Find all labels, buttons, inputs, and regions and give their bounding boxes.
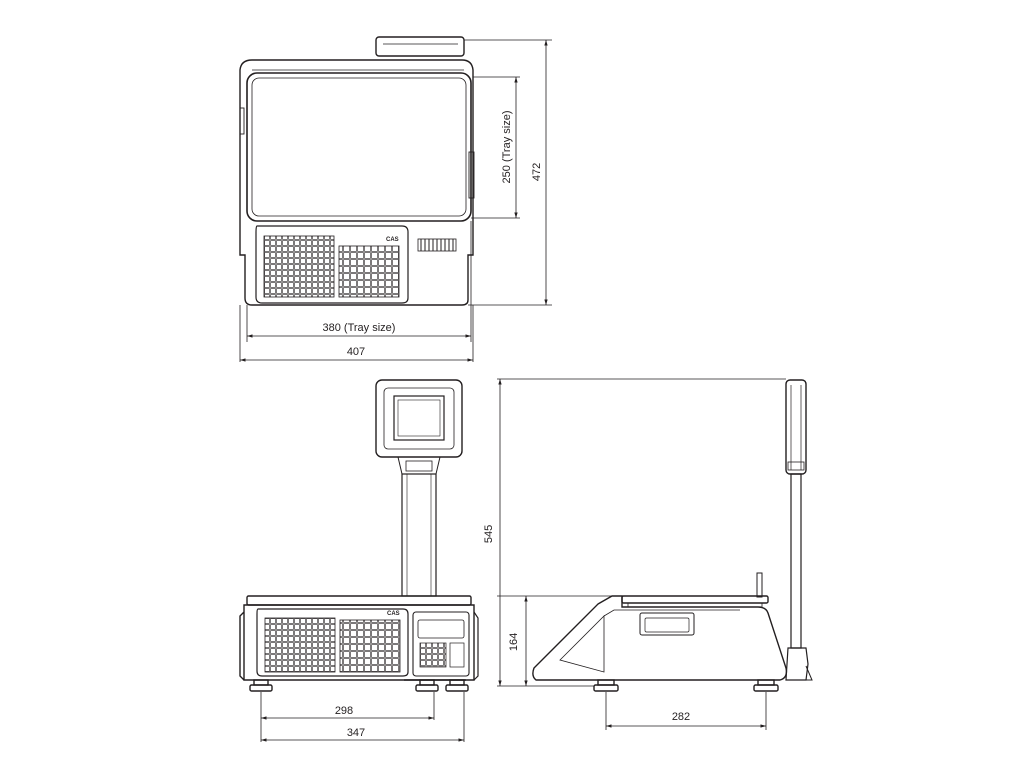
side-view-foot-front: [597, 679, 615, 686]
top-view-body-outline: [239, 59, 474, 306]
overall-depth-label: 472: [531, 163, 543, 181]
top-view-display-pod: [375, 36, 465, 57]
front-view-keypad-left: [264, 617, 336, 673]
dimension-347-label: 347: [347, 727, 365, 739]
side-view-dimensions: [497, 378, 786, 730]
dimension-298-label: 298: [335, 705, 353, 717]
top-view-dimensions: [239, 39, 552, 362]
side-view-display-head: [785, 379, 807, 475]
front-view: [239, 379, 479, 692]
side-view: [532, 379, 813, 692]
overall-width-label: 407: [347, 346, 365, 358]
tray-outline: [246, 72, 472, 222]
dimension-545-label: 545: [483, 525, 495, 543]
front-view-keypad-right: [339, 619, 401, 673]
dimension-282-label: 282: [672, 711, 690, 723]
tray-width-label: 380 (Tray size): [323, 322, 396, 334]
front-view-display-screen: [393, 395, 445, 441]
top-view: [239, 36, 475, 306]
dimension-164-label: 164: [508, 633, 520, 651]
top-view-printer-vents: [417, 238, 457, 252]
front-view-foot-1: [253, 679, 269, 686]
front-view-brand-logo: CAS: [387, 611, 400, 617]
front-view-dimensions: [260, 692, 465, 742]
top-view-keypad-housing: [255, 225, 409, 304]
side-view-platter: [621, 595, 769, 604]
top-view-keypad-right: [338, 245, 400, 298]
top-view-keypad-left: [263, 235, 335, 298]
side-view-foot-rear: [757, 679, 775, 686]
side-view-pole: [790, 473, 802, 649]
front-view-printer: [412, 611, 470, 677]
side-view-body: [532, 595, 788, 681]
front-view-display-head: [375, 379, 463, 458]
front-view-platter: [246, 595, 472, 606]
tray-depth-label: 250 (Tray size): [501, 111, 513, 184]
top-view-brand-logo: CAS: [386, 237, 399, 243]
side-view-printer-recess: [639, 612, 695, 636]
